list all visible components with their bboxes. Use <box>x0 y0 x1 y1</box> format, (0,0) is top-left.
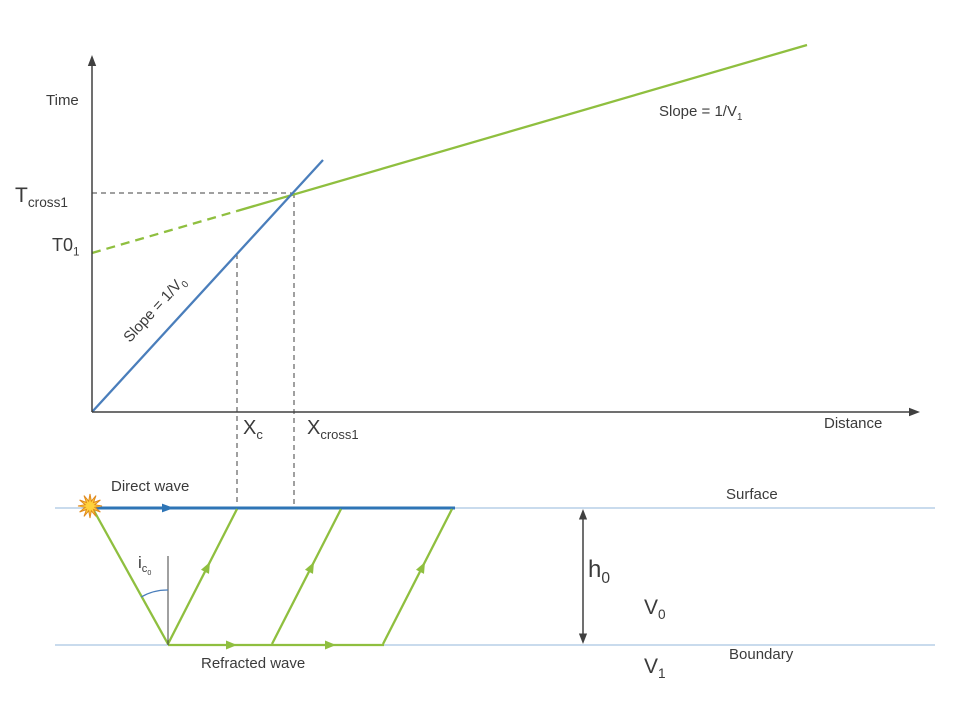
refracted-wave-traveltime-line <box>236 43 808 213</box>
upgoing-ray-arrowhead-icon <box>304 562 314 574</box>
headwave-arrowhead-icon <box>325 640 336 650</box>
v0-label: V0 <box>644 596 666 623</box>
distance-axis-label: Distance <box>824 415 883 432</box>
refracted-extrapolation-dashed-line <box>91 209 238 255</box>
distance-axis-arrowhead-icon <box>909 407 920 417</box>
upgoing-ray-arrowhead-icon <box>200 562 210 574</box>
time-axis-label: Time <box>46 92 79 109</box>
direct-wave-traveltime-line <box>91 159 324 413</box>
upgoing-ray <box>166 508 239 645</box>
upgoing-ray <box>381 508 454 645</box>
v1-label: V1 <box>644 655 666 682</box>
tcross1-label: Tcross1 <box>15 184 69 211</box>
xc-label: Xc <box>243 417 263 442</box>
critical-angle-label: ic0 <box>138 553 152 578</box>
direct-wave-arrowhead-icon <box>162 503 174 513</box>
xcross1-label: Xcross1 <box>307 417 359 442</box>
time-axis-arrowhead-icon <box>87 55 97 66</box>
critical-angle-arc <box>140 589 169 598</box>
t0-intercept-label: T01 <box>52 235 80 259</box>
downgoing-ray <box>91 508 170 645</box>
headwave-arrowhead-icon <box>226 640 237 650</box>
h0-label: h0 <box>588 556 611 587</box>
boundary-label: Boundary <box>729 646 794 663</box>
direct-wave-label: Direct wave <box>111 478 190 495</box>
refracted-wave-label: Refracted wave <box>201 655 306 672</box>
slope-v1-label: Slope = 1/V1 <box>659 103 743 123</box>
upgoing-ray <box>270 508 343 645</box>
source-starburst-icon <box>77 493 103 519</box>
h0-arrowhead-down-icon <box>578 633 588 644</box>
upgoing-ray-arrowhead-icon <box>415 562 425 574</box>
h0-arrowhead-up-icon <box>578 509 588 520</box>
surface-label: Surface <box>726 486 778 503</box>
